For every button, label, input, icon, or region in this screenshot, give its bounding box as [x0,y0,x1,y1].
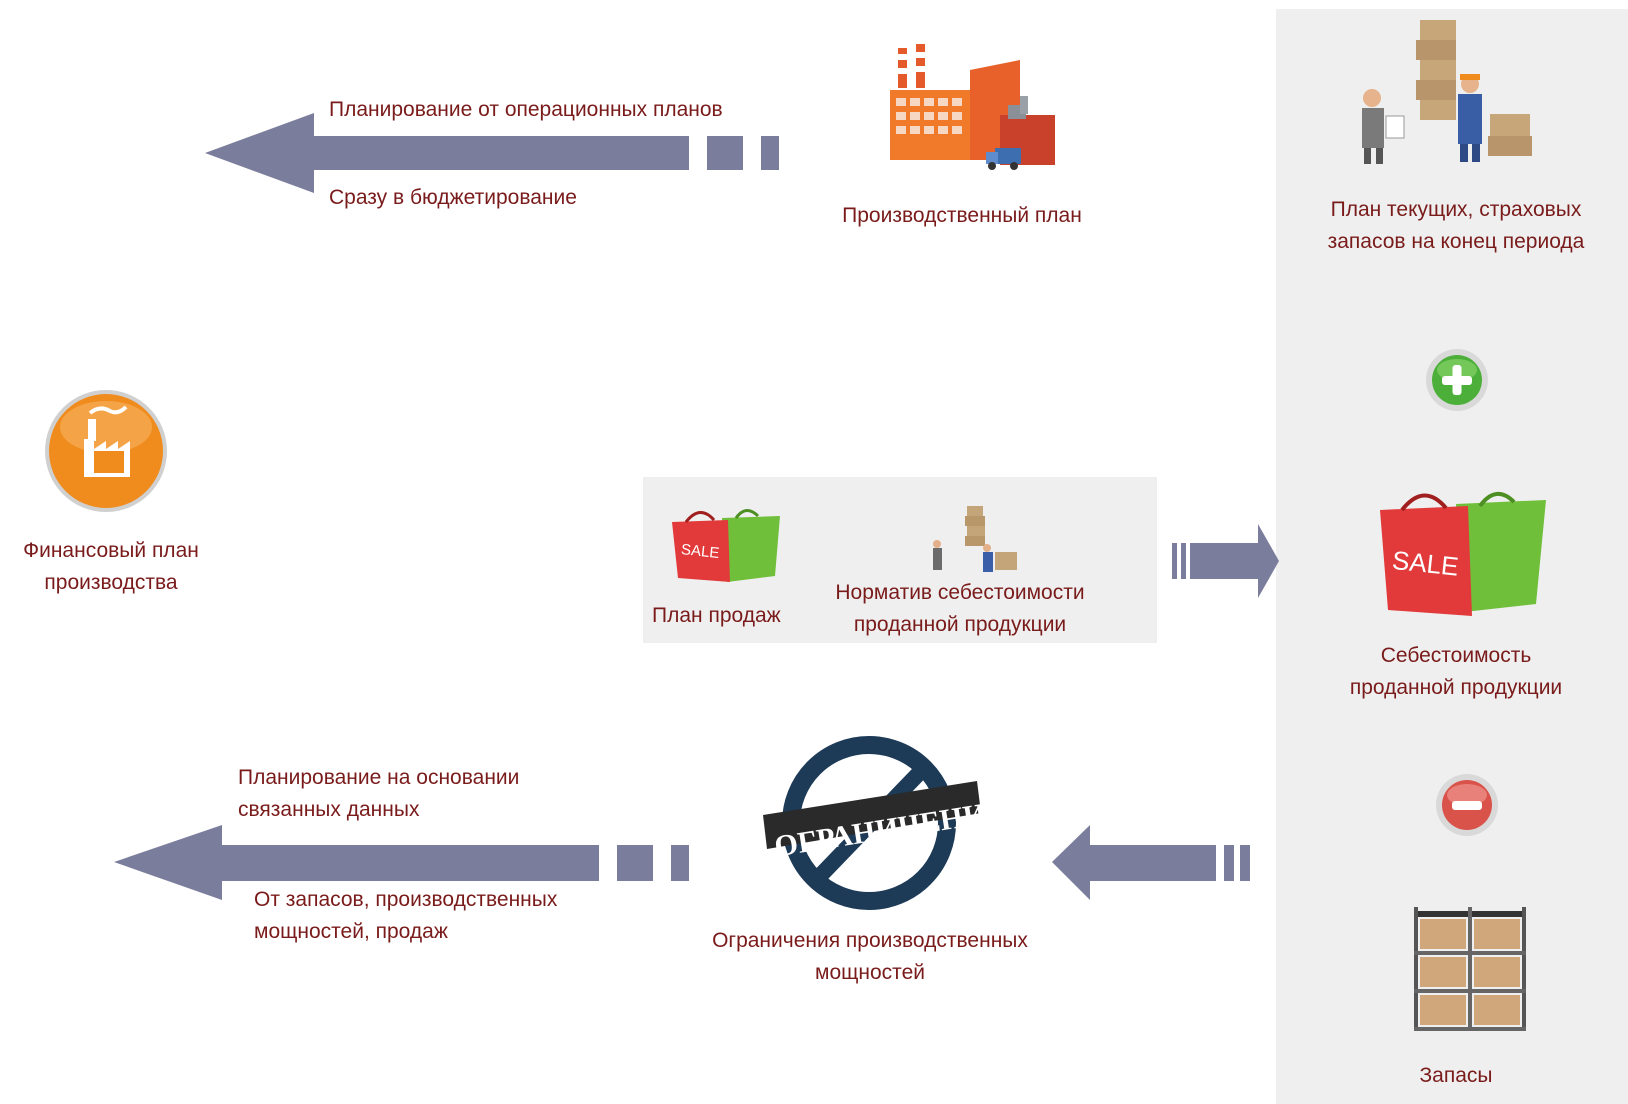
stock-plan-line2: запасов на конец периода [1327,230,1585,253]
top-arrow-label-top: Планирование от операционных планов [329,98,723,121]
production-plan-label: Производственный план [842,204,1082,227]
bottom-arrow-label-bottom-line2: мощностей, продаж [254,920,448,943]
sale-bags-icon: SALE [1380,492,1546,616]
sales-plan-label: План продаж [652,604,781,627]
financial-plan-line1: Финансовый план [23,539,199,562]
cost-norm-line1: Норматив себестоимости [835,581,1085,604]
prohibition-sign-icon: ОГРАНИЧЕНИЯ [763,736,1010,910]
bottom-arrow-label-top-line2: связанных данных [238,798,420,821]
orange-factory-circle-icon [45,390,167,512]
restrictions-line2: мощностей [815,961,925,984]
sale-bags-small-icon: SALE [672,509,780,582]
bottom-arrow-label-bottom-line1: От запасов, производственных [254,888,558,911]
cogs-line2: проданной продукции [1349,676,1563,699]
cogs-line1: Себестоимость [1380,644,1532,667]
inventory-shelf-icon [1414,907,1526,1031]
sale-bag-text: SALE [1391,545,1460,582]
inventory-label: Запасы [1419,1064,1493,1087]
workers-boxes-icon [1362,20,1532,164]
minus-icon [1436,774,1498,836]
stock-plan-line1: План текущих, страховых [1330,198,1582,221]
bottom-arrow-label-top-line1: Планирование на основании [238,766,520,789]
top-arrow-label-bottom: Сразу в бюджетирование [329,186,577,209]
restrictions-line1: Ограничения производственных [712,929,1028,952]
financial-plan-line2: производства [44,571,178,594]
workers-boxes-small-icon [933,506,1017,572]
plus-icon [1426,349,1488,411]
cost-norm-line2: проданной продукции [853,613,1067,636]
sale-bag-small-text: SALE [680,541,720,562]
factory-icon [890,44,1055,170]
